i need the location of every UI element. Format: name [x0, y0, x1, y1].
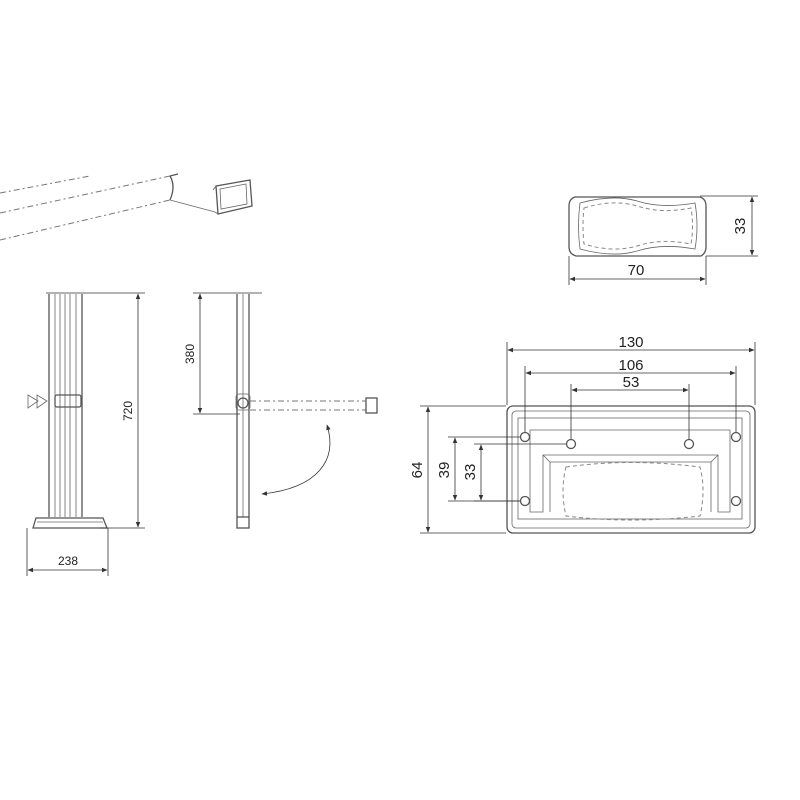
- mounting-hole: [519, 495, 531, 507]
- leg-front-view: [27, 292, 145, 529]
- mounting-hole: [730, 431, 742, 443]
- dimension-238: 238: [26, 528, 109, 576]
- mounting-hole: [519, 431, 531, 443]
- dimension-130: 130: [506, 334, 756, 405]
- dimension-106: 106: [524, 357, 737, 432]
- dimension-720-label: 720: [121, 401, 135, 421]
- dimension-39-label: 39: [436, 462, 453, 479]
- mounting-holes: [519, 431, 742, 507]
- end-cap-view: [568, 196, 707, 257]
- leg-clamp: [54, 394, 82, 408]
- dimension-33-cap-label: 33: [732, 218, 749, 235]
- rotation-arrow-icon: [261, 424, 331, 496]
- dimension-64-label: 64: [409, 462, 426, 479]
- leg-side-view: [193, 292, 378, 529]
- dimension-70-label: 70: [628, 262, 645, 279]
- dimension-106-label: 106: [618, 357, 643, 374]
- double-arrow-marker-icon: [27, 394, 48, 409]
- rail-end-cap-perspective: [212, 179, 253, 215]
- mounting-plate-view: [506, 405, 756, 534]
- dimension-70: 70: [568, 256, 707, 285]
- dimension-33-plate-label: 33: [462, 464, 479, 481]
- mounting-hole: [730, 495, 742, 507]
- leg-base: [32, 517, 108, 529]
- swing-arm-dashed: [250, 397, 378, 414]
- dimension-53-label: 53: [623, 374, 640, 391]
- mounting-hole: [683, 438, 695, 450]
- dimension-130-label: 130: [618, 334, 643, 351]
- support-hinge: [235, 393, 251, 411]
- dimension-64: 64: [409, 405, 506, 534]
- dimension-53: 53: [570, 374, 690, 439]
- dimension-380-label: 380: [183, 344, 197, 364]
- dimension-380: 380: [183, 293, 240, 415]
- dimension-33-plate: 33: [462, 443, 566, 502]
- dimension-238-label: 238: [58, 554, 78, 568]
- dimension-39: 39: [436, 436, 520, 502]
- dimension-720: 720: [100, 293, 145, 529]
- mounting-hole: [565, 438, 577, 450]
- dimension-33-cap: 33: [700, 195, 758, 257]
- rail-perspective-view: [0, 173, 253, 241]
